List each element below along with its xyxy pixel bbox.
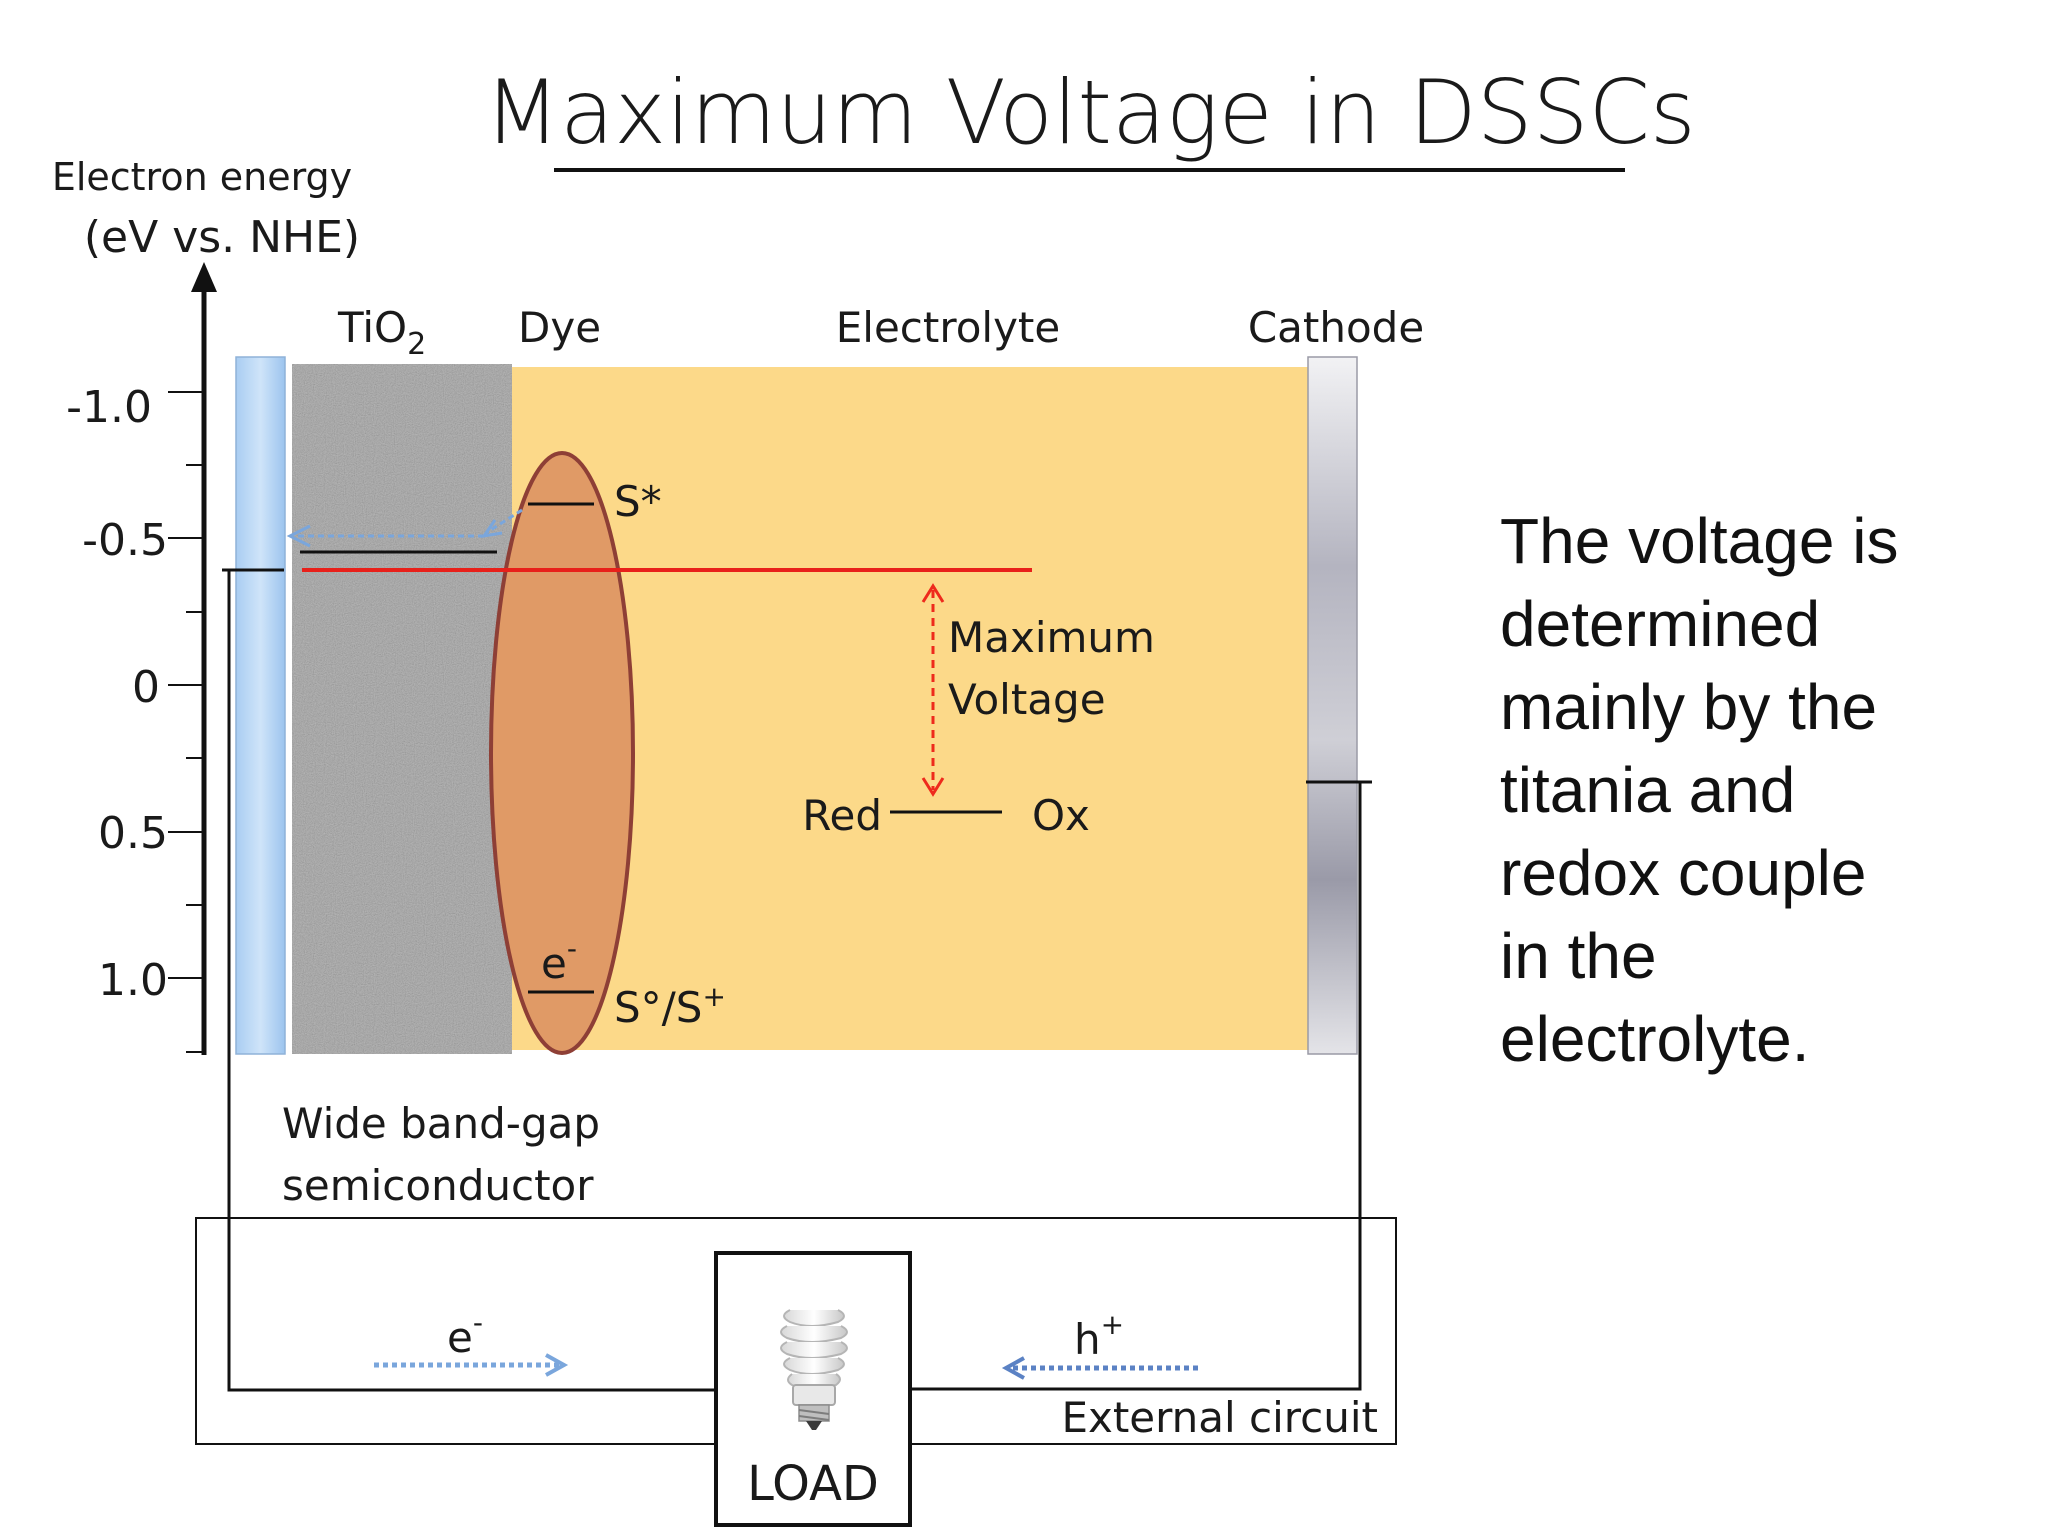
circuit-wire-right (910, 782, 1362, 1391)
tick-label: 0.5 (98, 808, 168, 859)
e-dye-label: e- (541, 932, 577, 988)
side-text-line: in the (1500, 920, 1657, 992)
axis-major-ticks (168, 391, 204, 979)
tick-label: 0 (132, 662, 160, 713)
s-ground-label: S°/S+ (614, 980, 726, 1032)
tio2-label: TiO2 (337, 303, 426, 362)
semiconductor-caption-line2: semiconductor (282, 1161, 594, 1210)
side-text-line: mainly by the (1500, 671, 1878, 743)
electron-flow-arrowhead (545, 1353, 569, 1377)
axis-minor-ticks (186, 464, 204, 1053)
tick-label: -0.5 (82, 515, 168, 566)
axis-label-line2: (eV vs. NHE) (84, 212, 360, 263)
s-star-label: S* (614, 477, 662, 526)
max-voltage-arrowhead-bottom (921, 777, 945, 797)
ox-label: Ox (1032, 791, 1090, 840)
axis-arrowhead (191, 262, 217, 292)
electrolyte-region (508, 367, 1308, 1050)
hole-flow-arrowhead (1001, 1356, 1025, 1380)
axis-label-line1: Electron energy (52, 155, 352, 199)
load-label: LOAD (747, 1456, 879, 1512)
anode-glass (235, 356, 286, 1055)
tick-label: 1.0 (98, 955, 168, 1006)
red-label: Red (802, 791, 882, 840)
side-explanation: The voltage is determined mainly by the … (1500, 500, 2020, 1081)
tio2-texture (292, 364, 512, 1054)
max-voltage-label-line2: Voltage (948, 675, 1106, 724)
side-text-line: The voltage is (1500, 505, 1899, 577)
light-bulb-icon (780, 1309, 848, 1430)
external-h-label: h+ (1074, 1308, 1124, 1364)
max-voltage-label-line1: Maximum (948, 613, 1155, 662)
dye-ellipse (489, 451, 635, 1055)
circuit-wire-left (227, 570, 716, 1392)
side-text-line: redox couple (1500, 837, 1867, 909)
transport-arrowhead (286, 524, 311, 548)
external-circuit-label: External circuit (1061, 1393, 1378, 1442)
slide-title: Maximum Voltage in DSSCs (484, 61, 1696, 164)
side-text-line: electrolyte. (1500, 1003, 1810, 1075)
external-e-label: e- (447, 1306, 483, 1362)
dye-label: Dye (518, 303, 601, 352)
tick-label: -1.0 (66, 382, 152, 433)
side-text-line: titania and (1500, 754, 1796, 826)
semiconductor-caption-line1: Wide band-gap (282, 1099, 600, 1148)
electrolyte-label: Electrolyte (836, 303, 1060, 352)
cathode-label: Cathode (1248, 303, 1424, 352)
side-text-line: determined (1500, 588, 1821, 660)
cathode-plate (1307, 356, 1358, 1055)
injection-arrow (485, 508, 523, 535)
max-voltage-arrowhead-top (921, 583, 945, 603)
